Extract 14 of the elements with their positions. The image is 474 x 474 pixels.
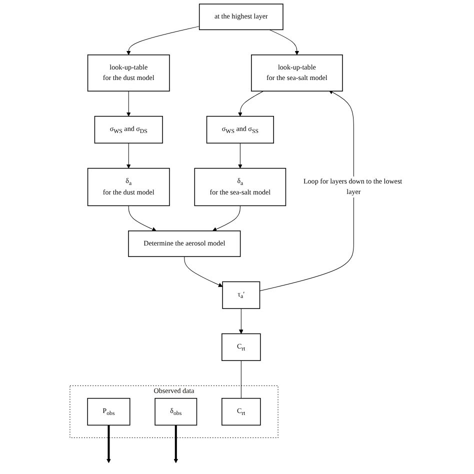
arrow (126, 142, 131, 168)
arrow (184, 256, 223, 287)
arrow (126, 90, 131, 116)
arrow (260, 90, 354, 292)
arrow (269, 29, 300, 56)
arrow (128, 205, 156, 232)
arrow (238, 308, 244, 334)
connector (240, 360, 242, 399)
arrow (126, 26, 200, 56)
arrow (174, 425, 178, 464)
arrow (238, 90, 264, 116)
arrow (238, 142, 242, 168)
arrow (212, 205, 240, 232)
arrow (106, 425, 111, 464)
